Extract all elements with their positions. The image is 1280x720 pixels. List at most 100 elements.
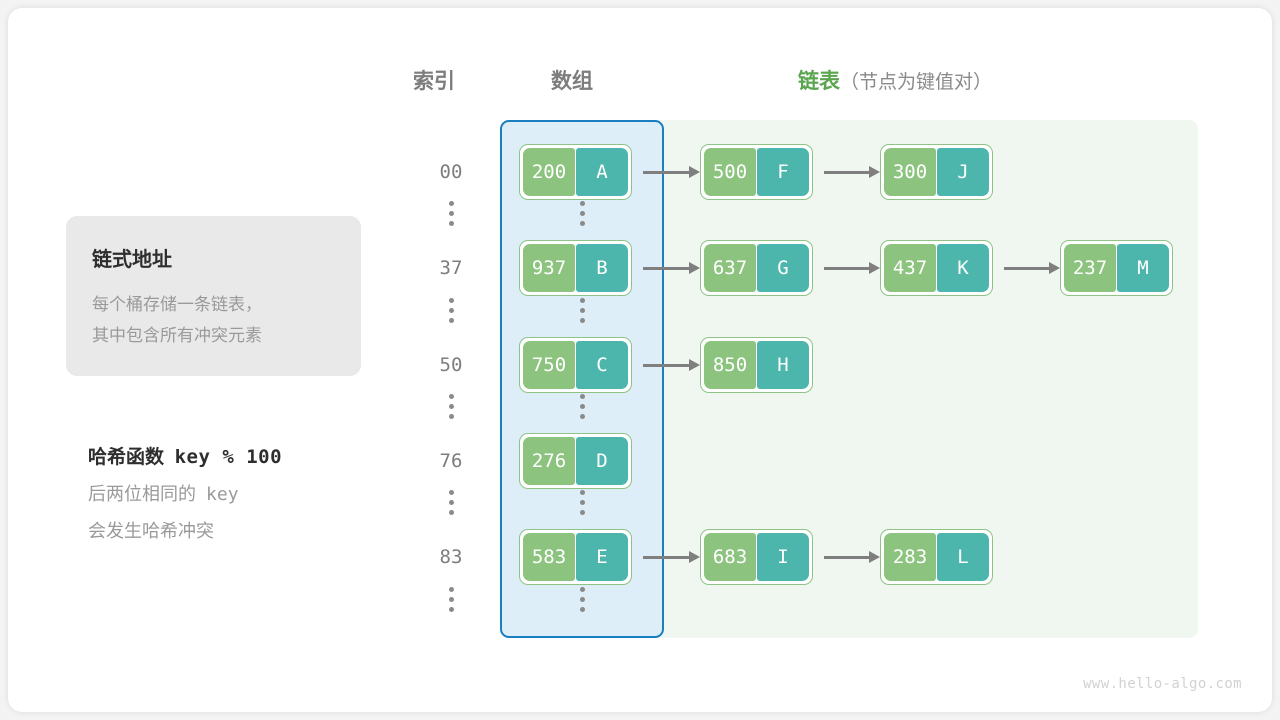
info-card-title: 链式地址	[92, 249, 172, 271]
node-value-cell: B	[576, 244, 628, 292]
dot	[448, 307, 454, 313]
arrow-shaft	[643, 266, 689, 270]
info-card: 链式地址 每个桶存储一条链表， 其中包含所有冲突元素	[66, 216, 361, 376]
diagram-canvas: 索引 数组 链表（节点为键值对） 链式地址 每个桶存储一条链表， 其中包含所有冲…	[8, 8, 1272, 712]
node-key-cell: 300	[884, 148, 936, 196]
dot	[448, 317, 454, 323]
node-value-cell: I	[757, 533, 809, 581]
node-key-cell: 237	[1064, 244, 1116, 292]
node-key-cell: 437	[884, 244, 936, 292]
node-value-cell: F	[757, 148, 809, 196]
dot	[579, 200, 585, 206]
node-key-cell: 500	[704, 148, 756, 196]
node-key-cell: 283	[884, 533, 936, 581]
index-ellipsis	[441, 391, 461, 421]
node-value-cell: H	[757, 341, 809, 389]
node-value-cell: M	[1117, 244, 1169, 292]
array-ellipsis	[572, 198, 592, 228]
bucket-index-label: 37	[439, 257, 463, 279]
dot	[448, 413, 454, 419]
info-card-line-2: 其中包含所有冲突元素	[92, 326, 262, 345]
dot	[448, 297, 454, 303]
dot	[579, 499, 585, 505]
node-key-cell: 637	[704, 244, 756, 292]
hash-function-label: 哈希函数	[88, 447, 165, 468]
bucket-index-label: 50	[439, 354, 463, 376]
dot	[448, 499, 454, 505]
info-card-line-1: 每个桶存储一条链表，	[92, 295, 262, 314]
dot	[579, 403, 585, 409]
node-value-cell: E	[576, 533, 628, 581]
next-pointer-arrow	[643, 337, 700, 393]
arrow-head	[869, 551, 880, 563]
dot	[579, 307, 585, 313]
dot	[448, 586, 454, 592]
node-key-cell: 937	[523, 244, 575, 292]
arrow-head	[689, 262, 700, 274]
hash-function-note: 哈希函数 key % 100 后两位相同的 key 会发生哈希冲突	[88, 442, 282, 543]
arrow-shaft	[824, 266, 869, 270]
column-heading-index: 索引	[413, 70, 455, 93]
node-value-cell: K	[937, 244, 989, 292]
dot	[448, 393, 454, 399]
next-pointer-arrow	[1004, 240, 1060, 296]
dot	[579, 393, 585, 399]
arrow-head	[869, 166, 880, 178]
dot	[579, 317, 585, 323]
dot	[448, 403, 454, 409]
dot	[448, 606, 454, 612]
dot	[579, 586, 585, 592]
next-pointer-arrow	[824, 144, 880, 200]
dot	[579, 596, 585, 602]
watermark: www.hello-algo.com	[1083, 676, 1242, 692]
column-heading-linkedlist: 链表（节点为键值对）	[798, 65, 992, 95]
linkedlist-label: 链表	[798, 70, 840, 93]
dot	[448, 220, 454, 226]
index-ellipsis	[441, 295, 461, 325]
array-ellipsis	[572, 487, 592, 517]
index-ellipsis	[441, 198, 461, 228]
node-value-cell: J	[937, 148, 989, 196]
node-key-cell: 276	[523, 437, 575, 485]
node-value-cell: A	[576, 148, 628, 196]
bucket-index-label: 00	[439, 161, 463, 183]
bucket-index-label: 76	[439, 450, 463, 472]
array-ellipsis	[572, 391, 592, 421]
next-pointer-arrow	[824, 240, 880, 296]
next-pointer-arrow	[643, 240, 700, 296]
index-ellipsis	[441, 487, 461, 517]
dot	[579, 606, 585, 612]
next-pointer-arrow	[643, 529, 700, 585]
node-key-cell: 850	[704, 341, 756, 389]
hash-note-key-token: key	[206, 484, 239, 505]
bucket-index-label: 83	[439, 546, 463, 568]
array-ellipsis	[572, 295, 592, 325]
dot	[448, 489, 454, 495]
hash-note-line-2: 会发生哈希冲突	[88, 521, 214, 541]
dot	[579, 489, 585, 495]
arrow-shaft	[824, 170, 869, 174]
node-value-cell: L	[937, 533, 989, 581]
arrow-shaft	[1004, 266, 1049, 270]
arrow-shaft	[643, 363, 689, 367]
dot	[579, 297, 585, 303]
node-key-cell: 683	[704, 533, 756, 581]
dot	[579, 509, 585, 515]
column-heading-array: 数组	[551, 70, 593, 93]
index-ellipsis	[441, 584, 461, 614]
dot	[448, 200, 454, 206]
